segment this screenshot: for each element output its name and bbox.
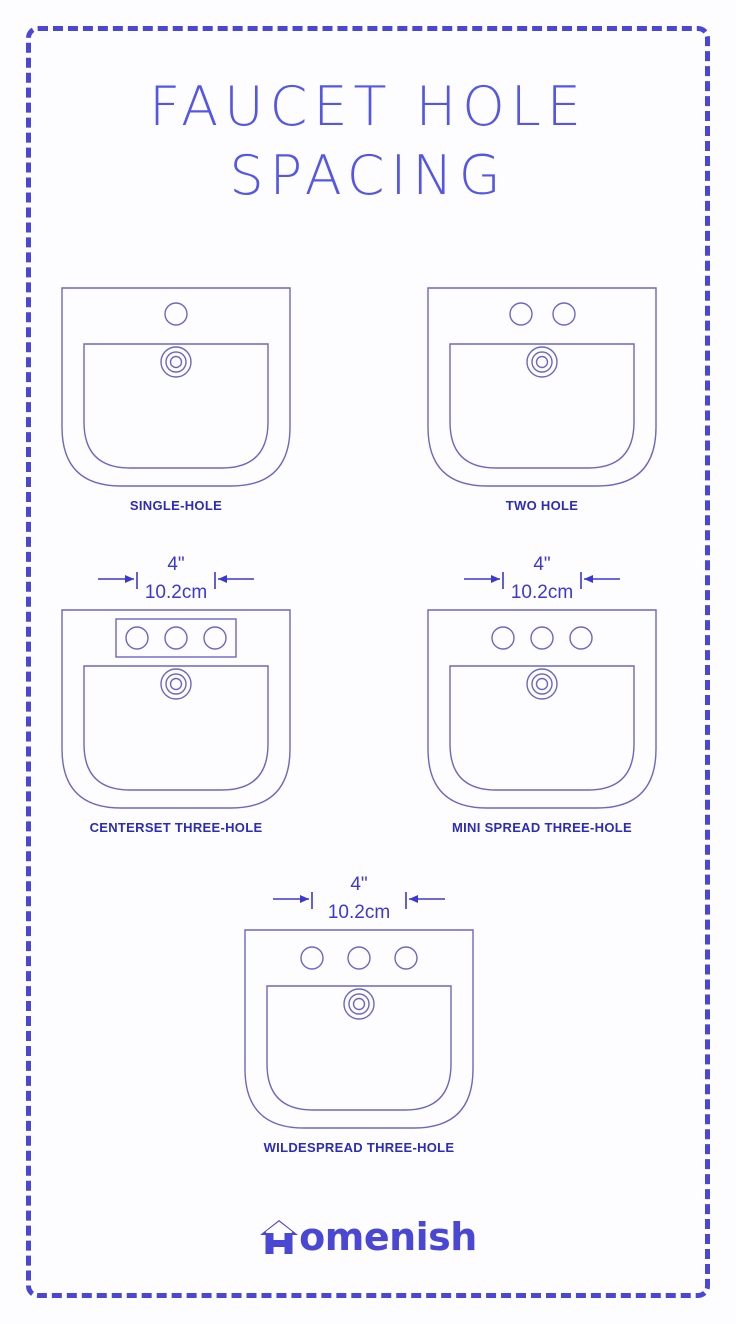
sink-inner-basin — [449, 665, 635, 791]
sink-diagram-single-hole — [61, 287, 291, 487]
dimension-value-inches: 4" — [167, 554, 184, 575]
sink-inner-basin — [449, 343, 635, 469]
sink-outer-body — [427, 609, 657, 809]
sink-inner-basin — [83, 665, 269, 791]
dimension-value-inches: 4" — [350, 874, 367, 895]
faucet-hole-1 — [491, 626, 515, 650]
sink-inner-basin — [83, 343, 269, 469]
dimension-marks — [464, 572, 620, 589]
figure-label-centerset-three-hole: CENTERSET THREE-HOLE — [89, 820, 263, 835]
sink-outer-body — [244, 929, 474, 1129]
drain-inner-ring — [535, 355, 549, 369]
page-title: FAUCET HOLE SPACING — [0, 72, 736, 210]
dimension-marks — [273, 892, 445, 909]
drain-inner-ring — [169, 677, 183, 691]
dimension-value-inches: 4" — [533, 554, 550, 575]
faucet-hole-1 — [300, 946, 324, 970]
figure-centerset-three-hole: 4" 10.2cm CENTERSET THREE-HOLE — [46, 552, 306, 835]
faucet-hole-3 — [394, 946, 418, 970]
dimension-arrowhead-right — [218, 575, 227, 583]
sink-outer-body — [61, 287, 291, 487]
figure-label-single-hole: SINGLE-HOLE — [129, 498, 223, 513]
faucet-hole-2 — [164, 626, 188, 650]
sink-diagram-two-hole — [427, 287, 657, 487]
figure-widespread-three-hole: 4" 10.2cm WILDESPREAD THREE-HOLE — [229, 872, 489, 1155]
drain-outer-ring — [526, 346, 558, 378]
drain-middle-ring — [531, 673, 553, 695]
dimension-marks — [98, 572, 254, 589]
drain-inner-ring — [535, 677, 549, 691]
dimension-value-cm: 10.2cm — [328, 902, 390, 923]
faucet-hole-2 — [530, 626, 554, 650]
drain-outer-ring — [526, 668, 558, 700]
escutcheon-plate — [115, 618, 237, 658]
dimension-value-cm: 10.2cm — [145, 582, 207, 603]
figure-mini-spread-three-hole: 4" 10.2cm MINI SPREAD THREE-HOLE — [412, 552, 672, 835]
figure-single-hole: SINGLE-HOLE — [46, 282, 306, 513]
sink-diagram-widespread-three-hole: 4" 10.2cm — [244, 874, 474, 1129]
drain-outer-ring — [343, 988, 375, 1020]
figure-label-two-hole: TWO HOLE — [505, 498, 579, 513]
dimension-arrowhead-right — [409, 895, 418, 903]
figure-label-widespread-three-hole: WILDESPREAD THREE-HOLE — [263, 1140, 455, 1155]
figure-two-hole: TWO HOLE — [412, 282, 672, 513]
sink-outer-body — [61, 609, 291, 809]
drain-outer-ring — [160, 668, 192, 700]
drain-inner-ring — [352, 997, 366, 1011]
page-title-line-1: FAUCET HOLE — [149, 75, 587, 138]
drain-middle-ring — [348, 993, 370, 1015]
faucet-hole-3 — [569, 626, 593, 650]
faucet-hole-2 — [347, 946, 371, 970]
sink-inner-basin — [266, 985, 452, 1111]
brand-name: omenish — [299, 1215, 477, 1259]
faucet-hole-1 — [125, 626, 149, 650]
sink-outer-body — [427, 287, 657, 487]
dimension-arrowhead-left — [491, 575, 500, 583]
faucet-hole-2 — [552, 302, 576, 326]
dimension-arrowhead-left — [125, 575, 134, 583]
drain-outer-ring — [160, 346, 192, 378]
sink-diagram-mini-spread-three-hole: 4" 10.2cm — [427, 554, 657, 809]
faucet-hole-1 — [164, 302, 188, 326]
brand-logo: omenish — [0, 1218, 736, 1261]
house-h-icon — [260, 1220, 299, 1254]
drain-middle-ring — [165, 351, 187, 373]
page-title-line-2: SPACING — [229, 144, 507, 208]
drain-inner-ring — [169, 355, 183, 369]
faucet-hole-3 — [203, 626, 227, 650]
dimension-arrowhead-right — [584, 575, 593, 583]
dimension-arrowhead-left — [300, 895, 309, 903]
drain-middle-ring — [165, 673, 187, 695]
dimension-value-cm: 10.2cm — [511, 582, 573, 603]
drain-middle-ring — [531, 351, 553, 373]
figure-label-mini-spread-three-hole: MINI SPREAD THREE-HOLE — [452, 820, 632, 835]
sink-diagram-centerset-three-hole: 4" 10.2cm — [61, 554, 291, 809]
faucet-hole-1 — [509, 302, 533, 326]
